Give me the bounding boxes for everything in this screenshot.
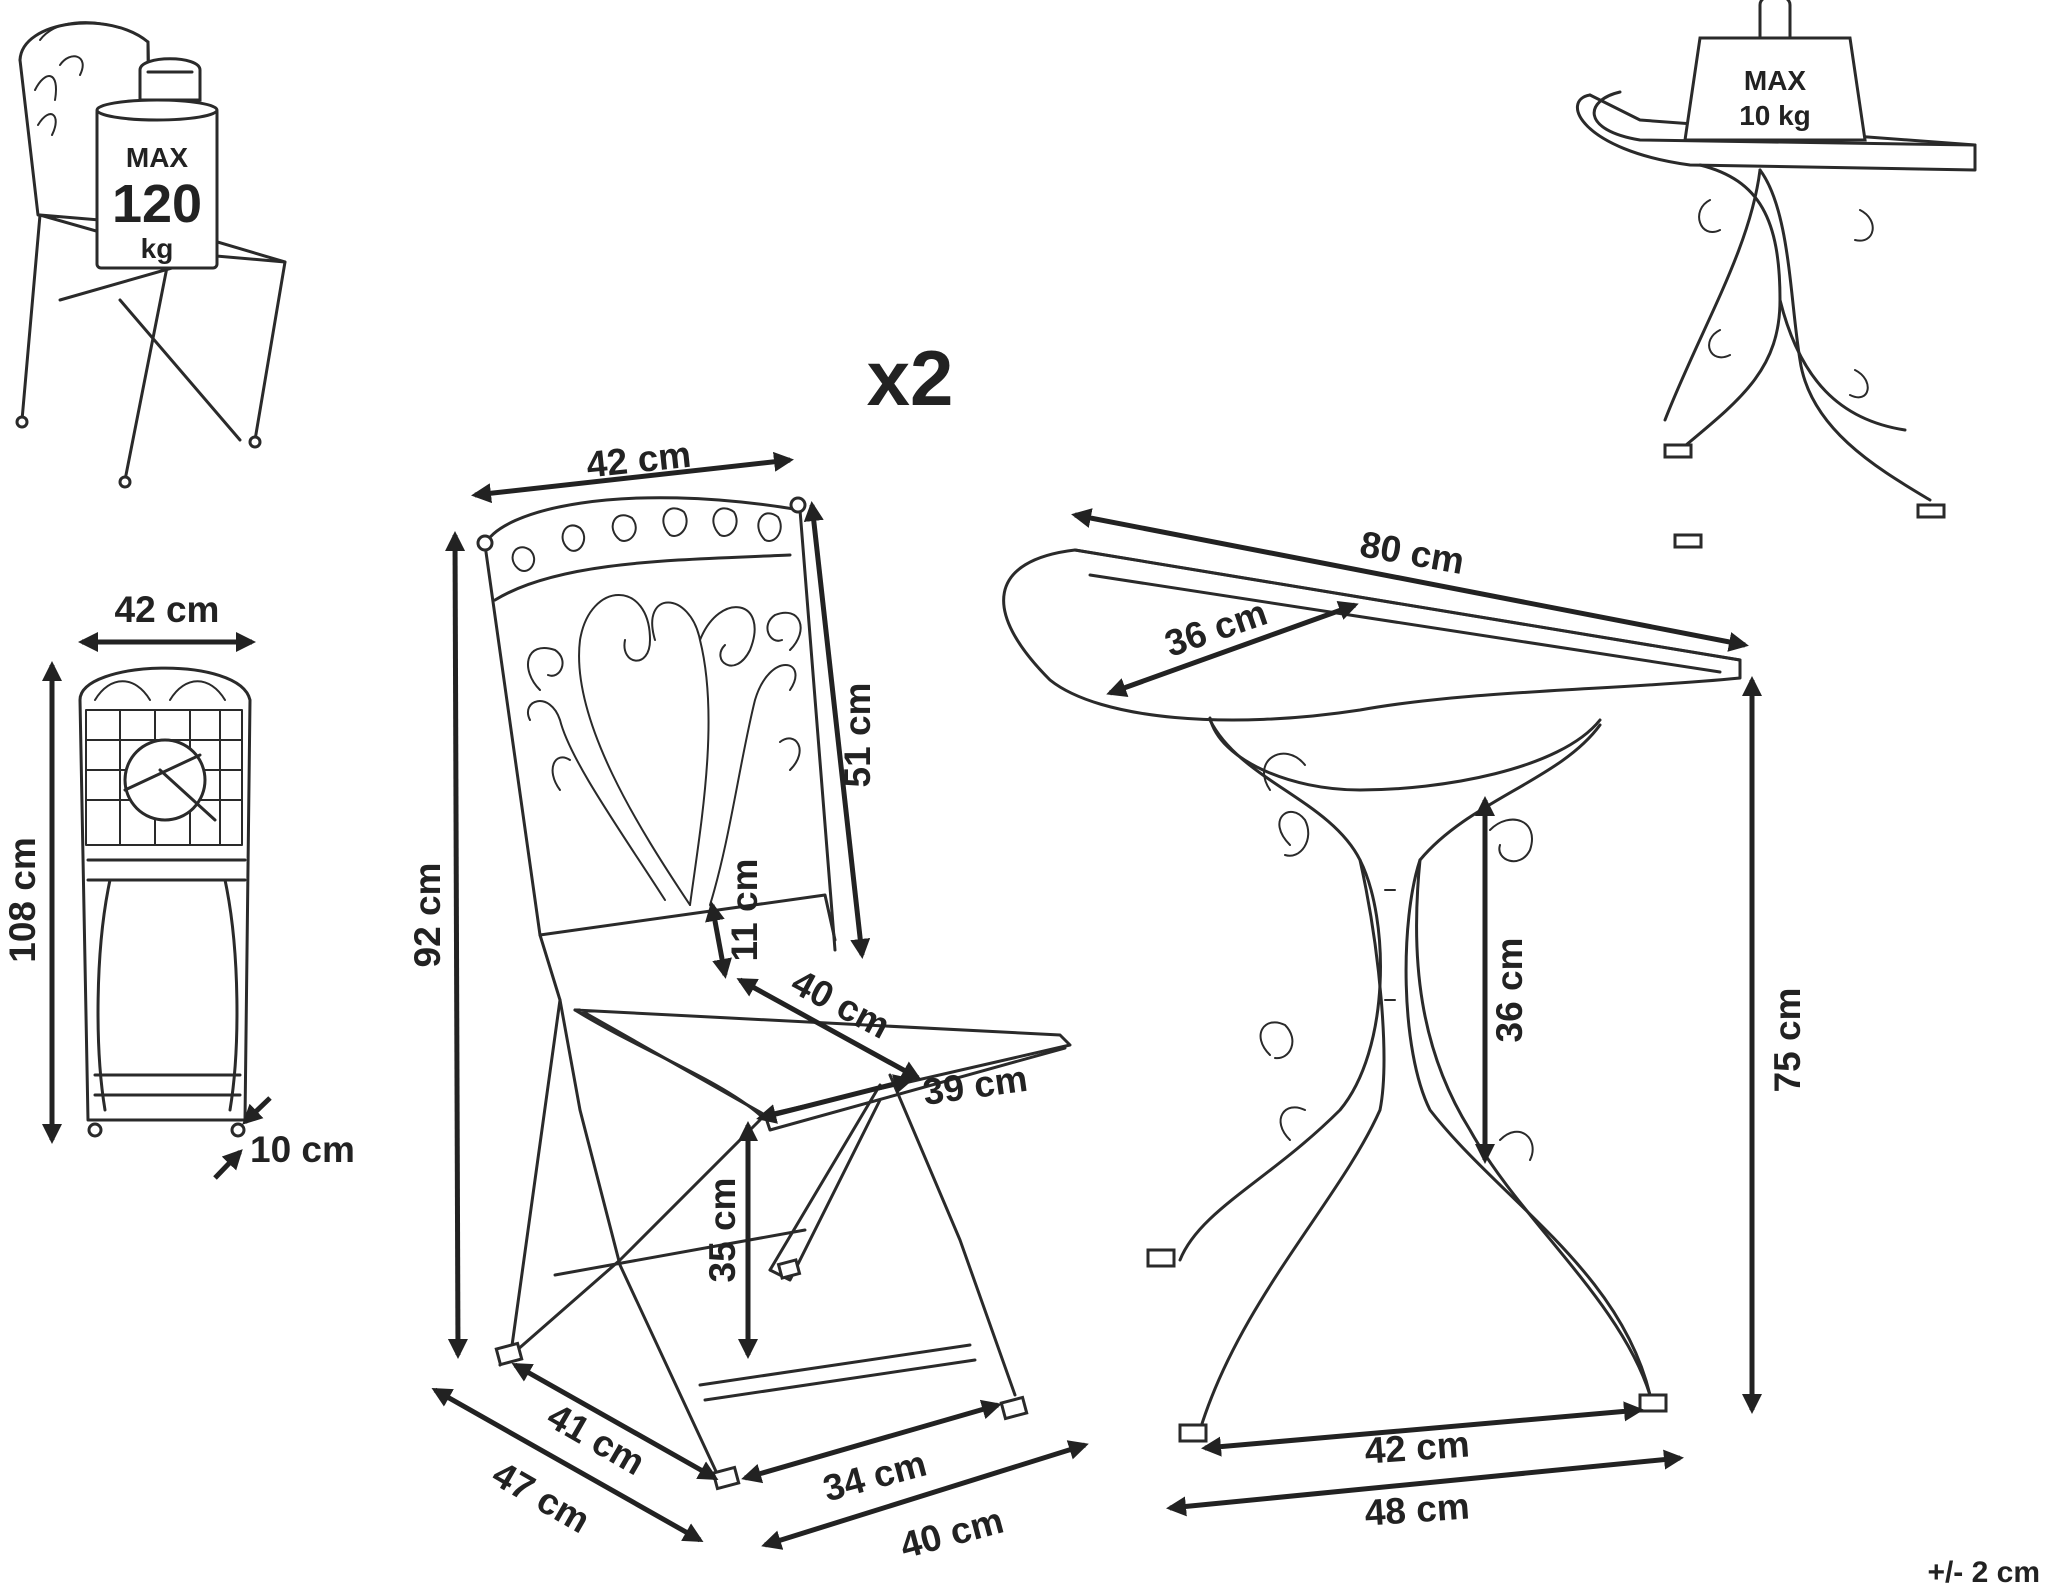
table-apron-height-label: 36 cm <box>1489 938 1530 1043</box>
chair-max-value: 120 <box>112 174 202 234</box>
table-footprint-inner-label: 42 cm <box>1363 1423 1471 1471</box>
table-max-label: MAX <box>1744 65 1807 96</box>
backrest-height-label: 51 cm <box>837 683 878 788</box>
seat-width-label: 39 cm <box>920 1058 1030 1113</box>
chair-footprint-front-outer-label: 40 cm <box>896 1500 1008 1567</box>
seat-height-label: 35 cm <box>702 1178 743 1283</box>
multiplier-label: x2 <box>867 334 954 422</box>
tolerance-label: +/- 2 cm <box>1927 1556 2040 1589</box>
table-footprint-outer-label: 48 cm <box>1363 1485 1471 1533</box>
folded-height-label: 108 cm <box>2 837 43 963</box>
armrest-gap-label: 11 cm <box>724 859 765 962</box>
chair-illustration <box>476 496 1072 1491</box>
folded-chair-illustration <box>78 666 252 1138</box>
chair-max-label: MAX <box>126 142 189 173</box>
chair-weight-illustration: MAX 120 kg <box>15 21 287 489</box>
chair-height-label: 92 cm <box>407 863 448 968</box>
chair-max-unit: kg <box>141 233 174 264</box>
folded-depth-label: 10 cm <box>250 1129 355 1170</box>
folded-width-label: 42 cm <box>115 589 220 630</box>
table-illustration <box>1002 548 1742 1443</box>
table-height-label: 75 cm <box>1767 988 1808 1093</box>
table-weight-illustration: MAX 10 kg <box>1575 0 1977 549</box>
table-max-value: 10 kg <box>1739 100 1811 131</box>
chair-footprint-side-outer-label: 47 cm <box>486 1453 597 1541</box>
chair-width-label: 42 cm <box>584 434 693 486</box>
